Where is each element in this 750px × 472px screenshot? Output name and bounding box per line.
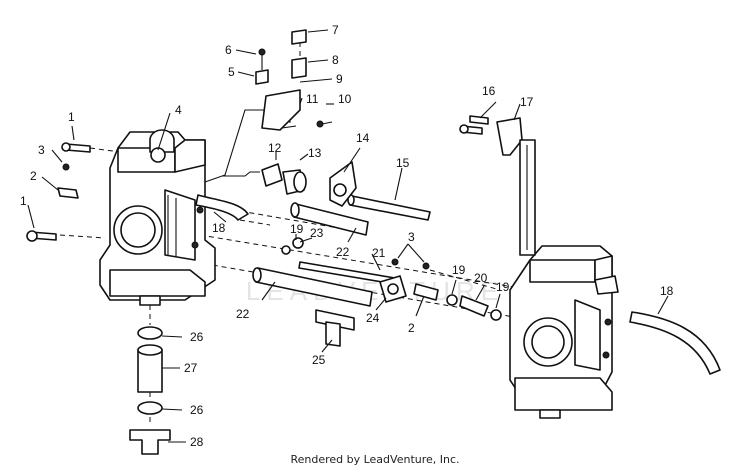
callout-5: 5 <box>228 65 235 79</box>
render-credit: Rendered by LeadVenture, Inc. <box>290 453 460 466</box>
bracket-linkage <box>496 117 536 256</box>
callout-25: 25 <box>312 353 326 367</box>
callout-6: 6 <box>225 43 232 57</box>
callout-1: 1 <box>68 110 75 124</box>
callout-19: 19 <box>496 280 510 294</box>
callout-3: 3 <box>38 143 45 157</box>
throttle-linkage-parts <box>255 29 357 207</box>
callout-23: 23 <box>310 226 324 240</box>
hose-18-right <box>629 311 721 375</box>
callout-26: 26 <box>190 403 204 417</box>
callout-24: 24 <box>366 311 380 325</box>
callout-26: 26 <box>190 330 204 344</box>
callout-7: 7 <box>332 23 339 37</box>
callout-21: 21 <box>372 246 386 260</box>
callout-leaders <box>27 29 669 443</box>
callout-11: 11 <box>306 92 319 106</box>
left-hardware <box>26 142 91 242</box>
callout-3: 3 <box>408 230 415 244</box>
callout-17: 17 <box>520 95 534 109</box>
callout-16: 16 <box>482 84 496 98</box>
callout-15: 15 <box>396 156 410 170</box>
right-carburetor <box>509 245 619 419</box>
callout-19: 19 <box>290 222 304 236</box>
callout-20: 20 <box>474 271 488 285</box>
callout-18: 18 <box>660 284 674 298</box>
callout-22: 22 <box>236 307 250 321</box>
callout-8: 8 <box>332 53 339 67</box>
bracket-screws <box>459 115 489 135</box>
callout-9: 9 <box>336 72 343 86</box>
callout-1: 1 <box>20 194 27 208</box>
callout-4: 4 <box>175 103 182 117</box>
vent-tube-parts <box>129 326 171 455</box>
callout-10: 10 <box>338 92 352 106</box>
callout-2: 2 <box>30 169 37 183</box>
callout-14: 14 <box>356 131 370 145</box>
callout-28: 28 <box>190 435 204 449</box>
hose-18-left <box>195 194 249 221</box>
callout-18: 18 <box>212 221 226 235</box>
callout-12: 12 <box>268 141 282 155</box>
callout-13: 13 <box>308 146 322 160</box>
callout-2: 2 <box>408 321 415 335</box>
center-parts <box>281 237 502 347</box>
callout-labels: 1 3 2 1 4 5 6 7 8 9 11 10 12 13 14 15 16… <box>20 23 674 449</box>
callout-27: 27 <box>184 361 198 375</box>
callout-22: 22 <box>336 245 350 259</box>
shafts <box>252 194 431 307</box>
callout-19: 19 <box>452 263 466 277</box>
left-carburetor <box>99 129 216 306</box>
